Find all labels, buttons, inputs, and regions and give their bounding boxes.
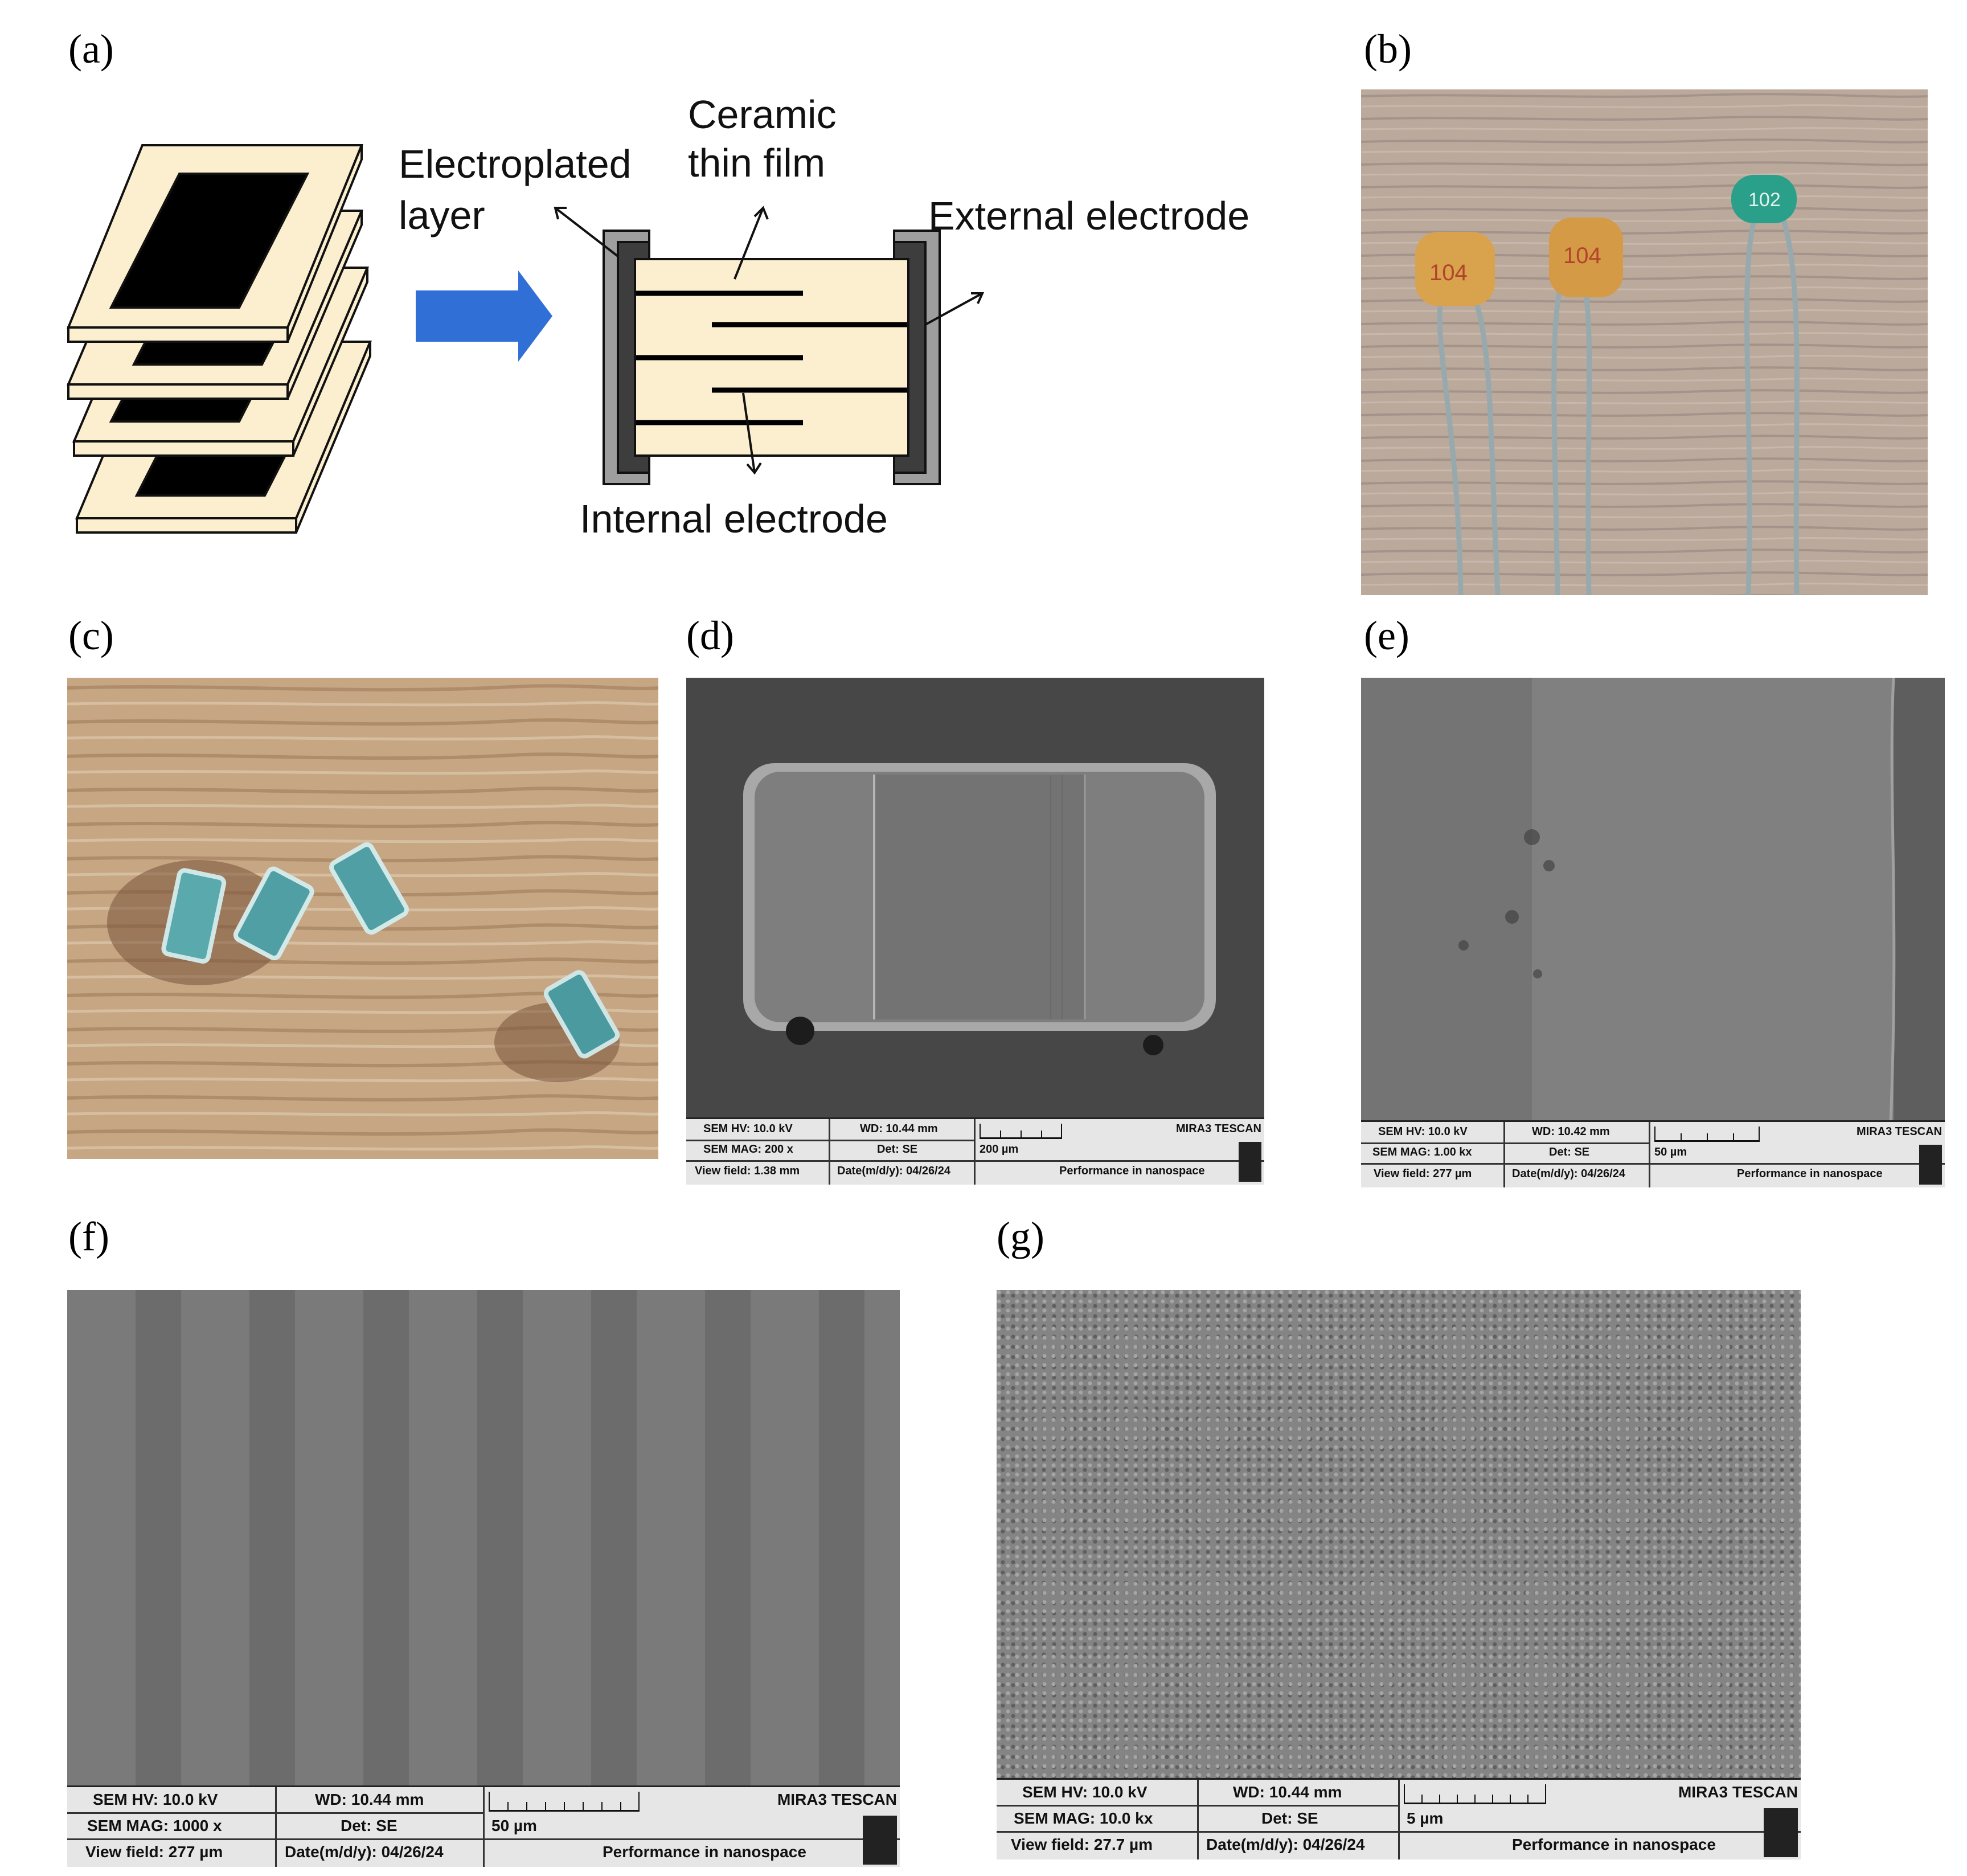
capacitor-body-1: 104 — [1415, 232, 1495, 306]
sem-det-d: Det: SE — [877, 1143, 918, 1156]
panel-label-e: (e) — [1364, 613, 1409, 658]
capacitor-cross-section — [603, 230, 941, 485]
sem-hv-g: SEM HV: 10.0 kV — [1022, 1783, 1148, 1801]
capacitor-body-3: 102 — [1731, 175, 1797, 223]
sem-hv-e: SEM HV: 10.0 kV — [1378, 1125, 1468, 1138]
panel-label-g: (g) — [997, 1214, 1044, 1259]
process-arrow — [416, 271, 552, 362]
sem-wd-f: WD: 10.44 mm — [315, 1791, 424, 1808]
chip-capacitor-2 — [233, 866, 314, 961]
electroplated-layer-label-line2: layer — [399, 193, 485, 237]
external-electrode-label: External electrode — [928, 194, 1249, 238]
internal-electrode-lines — [635, 290, 908, 425]
panel-label-f: (f) — [68, 1214, 109, 1259]
tescan-logo-icon-f — [863, 1816, 897, 1865]
sem-scale-bar-g — [1404, 1784, 1546, 1804]
chip-capacitor-1 — [161, 868, 227, 964]
sem-slogan-d: Performance in nanospace — [1059, 1165, 1205, 1177]
chip-capacitor-4 — [543, 970, 620, 1059]
sem-det-e: Det: SE — [1549, 1146, 1590, 1158]
disc-capacitor-photo: 104 104 102 — [1361, 89, 1928, 595]
tescan-logo-icon-d — [1239, 1142, 1261, 1182]
sem-slogan-f: Performance in nanospace — [603, 1843, 806, 1861]
sem-brand-g: MIRA3 TESCAN — [1678, 1783, 1798, 1801]
panel-label-d: (d) — [686, 613, 734, 658]
panel-label-c: (c) — [68, 613, 114, 658]
sem-scale-bar-d — [980, 1124, 1062, 1139]
capacitor-body-2: 104 — [1549, 218, 1623, 297]
sem-brand-f: MIRA3 TESCAN — [777, 1791, 897, 1808]
electroplated-layer-label-line1: Electroplated — [399, 142, 632, 186]
capacitor-code-3: 102 — [1748, 189, 1781, 211]
sem-scale-bar-f — [489, 1792, 640, 1812]
ceramic-sheet-1 — [67, 144, 363, 343]
sem-date-d: Date(m/d/y): 04/26/24 — [837, 1165, 950, 1177]
sem-hv-d: SEM HV: 10.0 kV — [703, 1123, 793, 1135]
sem-mag-f: SEM MAG: 1000 x — [87, 1817, 222, 1834]
sem-date-g: Date(m/d/y): 04/26/24 — [1206, 1836, 1365, 1853]
left-external-electrode — [617, 241, 650, 474]
chip-capacitor-3 — [329, 842, 409, 935]
sem-det-g: Det: SE — [1261, 1809, 1318, 1827]
sem-info-bar-e: SEM HV: 10.0 kV WD: 10.42 mm MIRA3 TESCA… — [1361, 1120, 1945, 1187]
sem-slogan-e: Performance in nanospace — [1737, 1168, 1883, 1180]
sem-info-bar-d: SEM HV: 10.0 kV WD: 10.44 mm MIRA3 TESCA… — [686, 1117, 1264, 1185]
tescan-logo-icon-e — [1919, 1145, 1942, 1185]
sem-micrograph-e — [1361, 678, 1945, 1123]
sem-micrograph-d — [686, 678, 1264, 1119]
chip-capacitor-photo — [67, 678, 658, 1159]
sem-image-e: SEM HV: 10.0 kV WD: 10.42 mm MIRA3 TESCA… — [1361, 678, 1945, 1187]
sem-scale-label-e: 50 µm — [1654, 1146, 1687, 1158]
ceramic-thin-film-label-line2: thin film — [688, 141, 825, 185]
sem-info-bar-g: SEM HV: 10.0 kV WD: 10.44 mm MIRA3 TESCA… — [997, 1778, 1801, 1859]
internal-electrode-label: Internal electrode — [580, 497, 888, 541]
sem-brand-e: MIRA3 TESCAN — [1856, 1125, 1942, 1138]
sem-image-d: SEM HV: 10.0 kV WD: 10.44 mm MIRA3 TESCA… — [686, 678, 1264, 1185]
right-external-electrode — [893, 241, 927, 474]
sem-image-g: SEM HV: 10.0 kV WD: 10.44 mm MIRA3 TESCA… — [997, 1290, 1801, 1859]
sem-image-f: SEM HV: 10.0 kV WD: 10.44 mm MIRA3 TESCA… — [67, 1290, 900, 1867]
sem-scale-bar-e — [1654, 1127, 1760, 1142]
sem-scale-label-f: 50 µm — [491, 1817, 537, 1834]
panel-label-a: (a) — [68, 26, 114, 72]
sem-wd-e: WD: 10.42 mm — [1532, 1125, 1610, 1138]
sem-date-e: Date(m/d/y): 04/26/24 — [1512, 1168, 1625, 1180]
chip-capacitor-illustration — [67, 678, 658, 1159]
sem-mag-e: SEM MAG: 1.00 kx — [1372, 1146, 1472, 1158]
sem-info-bar-f: SEM HV: 10.0 kV WD: 10.44 mm MIRA3 TESCA… — [67, 1785, 900, 1867]
mlcc-structure-diagram: Electroplated layer Ceramic thin film Ex… — [66, 92, 1249, 541]
capacitor-code-2: 104 — [1563, 243, 1601, 268]
ceramic-sheet-stack — [66, 144, 372, 534]
sem-date-f: Date(m/d/y): 04/26/24 — [285, 1843, 444, 1861]
panel-label-b: (b) — [1364, 26, 1412, 72]
sem-mag-g: SEM MAG: 10.0 kx — [1014, 1809, 1153, 1827]
sem-scale-label-d: 200 µm — [980, 1143, 1019, 1156]
sem-scale-label-g: 5 µm — [1407, 1809, 1444, 1827]
ceramic-thin-film-label-line1: Ceramic — [688, 92, 837, 137]
sem-mag-d: SEM MAG: 200 x — [703, 1143, 793, 1156]
sem-field-d: View field: 1.38 mm — [695, 1165, 800, 1177]
sem-field-e: View field: 277 µm — [1374, 1168, 1472, 1180]
sem-wd-g: WD: 10.44 mm — [1233, 1783, 1342, 1801]
sem-field-f: View field: 277 µm — [85, 1843, 223, 1861]
sem-det-f: Det: SE — [341, 1817, 398, 1834]
capacitor-code-1: 104 — [1429, 260, 1468, 285]
sem-micrograph-g — [997, 1290, 1801, 1780]
sem-micrograph-f — [67, 1290, 900, 1787]
sem-brand-d: MIRA3 TESCAN — [1175, 1123, 1261, 1135]
sem-wd-d: WD: 10.44 mm — [860, 1123, 938, 1135]
sem-hv-f: SEM HV: 10.0 kV — [93, 1791, 218, 1808]
sem-field-g: View field: 27.7 µm — [1011, 1836, 1153, 1853]
label-pointer-arrows — [554, 206, 985, 475]
tescan-logo-icon-g — [1764, 1808, 1798, 1857]
disc-capacitor-illustration: 104 104 102 — [1361, 89, 1928, 595]
sem-slogan-g: Performance in nanospace — [1512, 1836, 1716, 1853]
